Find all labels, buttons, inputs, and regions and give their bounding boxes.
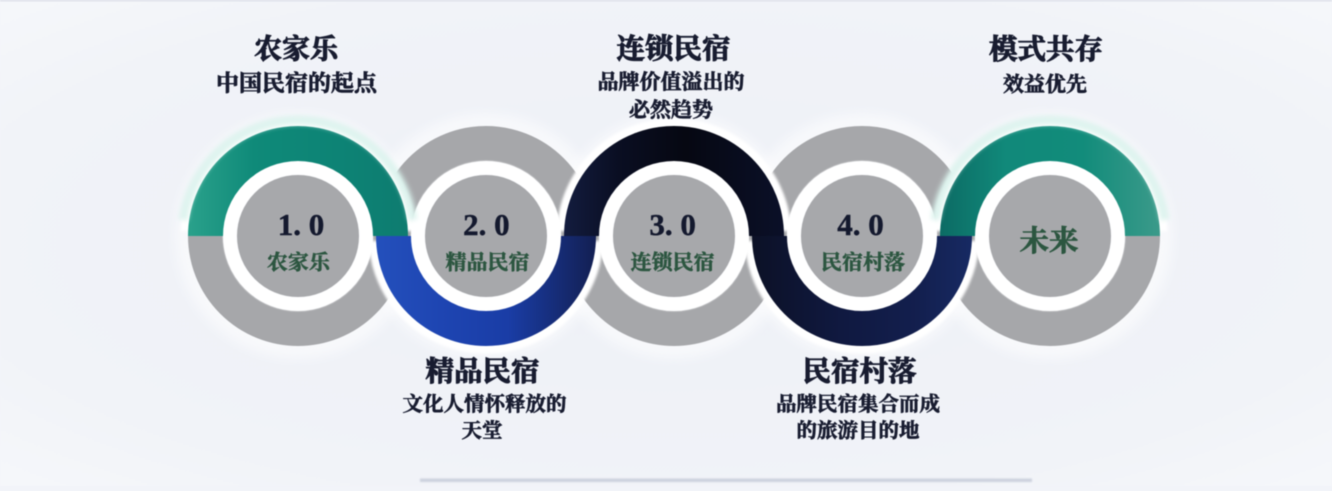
svg-text:3. 0: 3. 0 bbox=[649, 207, 696, 242]
svg-text:4. 0: 4. 0 bbox=[837, 207, 884, 242]
svg-text:1. 0: 1. 0 bbox=[278, 207, 325, 242]
svg-text:2. 0: 2. 0 bbox=[463, 207, 510, 242]
